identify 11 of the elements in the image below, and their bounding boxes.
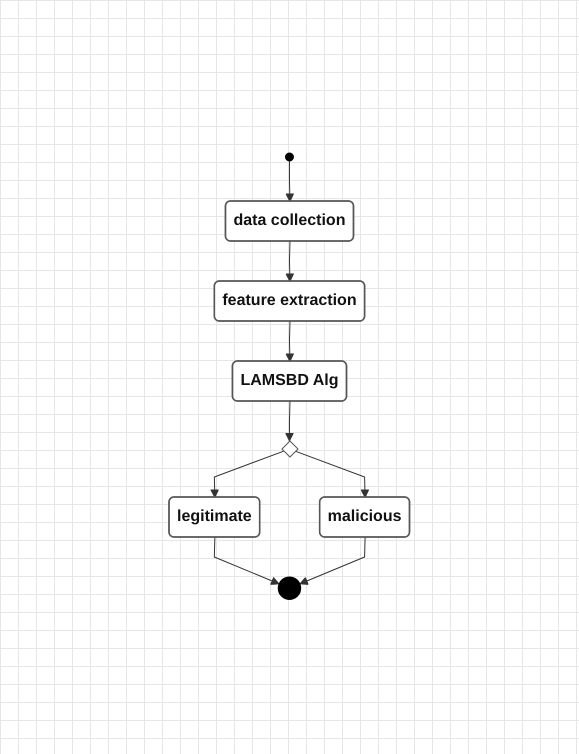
- arrow: [300, 537, 366, 586]
- arrow: [286, 321, 294, 362]
- arrow: [286, 160, 294, 202]
- arrow: [210, 451, 284, 498]
- node-diamond: [282, 440, 299, 458]
- arrow: [286, 241, 294, 282]
- arrow: [295, 451, 370, 498]
- node-circle: [285, 152, 294, 162]
- arrow: [285, 401, 294, 442]
- node-circle: [278, 576, 302, 600]
- arrow: [214, 537, 280, 586]
